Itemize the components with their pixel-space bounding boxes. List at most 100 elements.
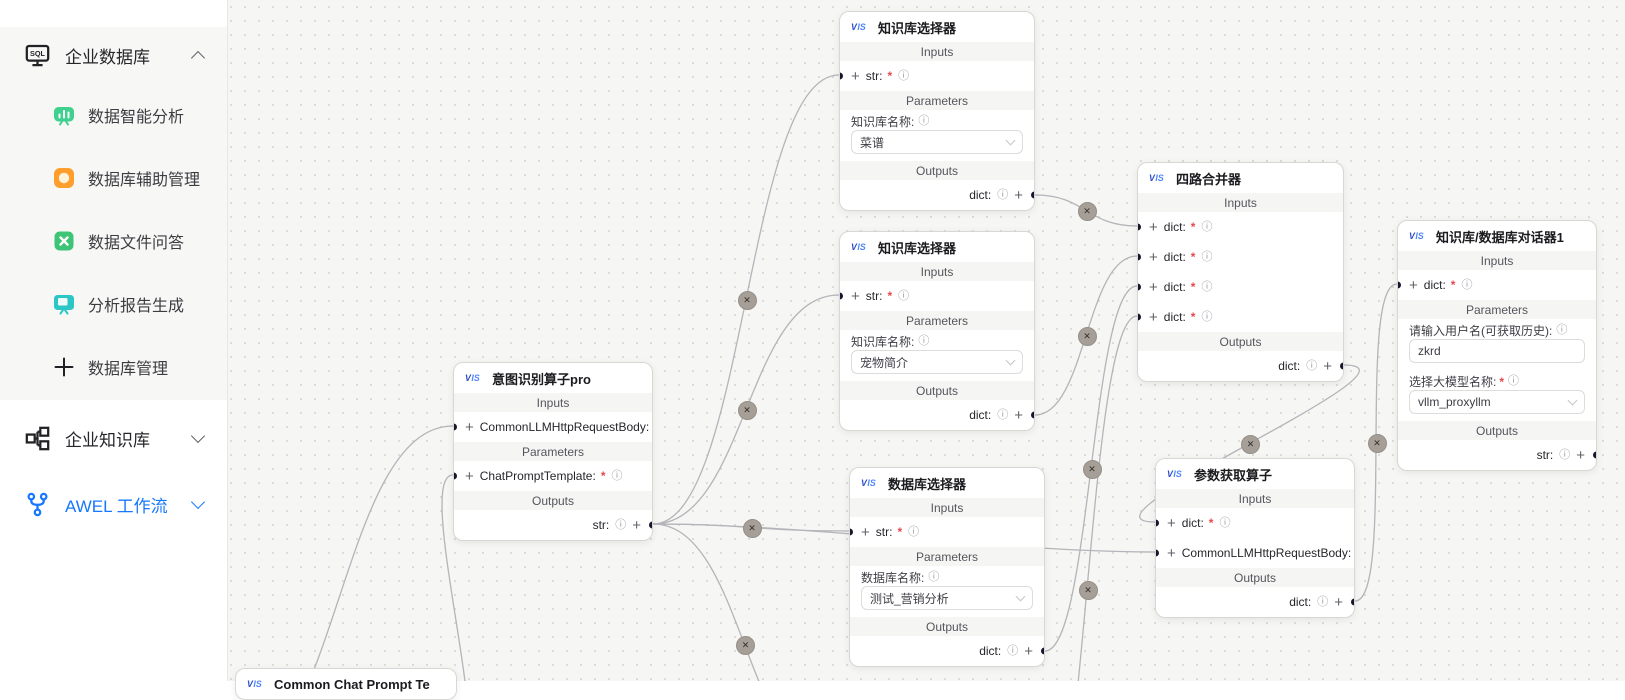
output-handle[interactable] xyxy=(1340,362,1343,370)
info-icon[interactable]: ⓘ xyxy=(1317,595,1329,608)
sidebar-item-report-gen[interactable]: 分析报告生成 xyxy=(0,272,227,335)
add-input-icon[interactable]: + xyxy=(851,67,860,85)
info-icon[interactable]: ⓘ xyxy=(1306,359,1318,372)
output-handle[interactable] xyxy=(1041,647,1044,655)
output-handle[interactable] xyxy=(1031,191,1034,199)
input-handle[interactable] xyxy=(840,292,843,300)
add-input-icon[interactable]: + xyxy=(465,467,474,485)
edge-delete-button[interactable]: ✕ xyxy=(1082,460,1102,479)
add-input-icon[interactable]: + xyxy=(1149,278,1158,296)
sidebar-item-data-analysis[interactable]: 数据智能分析 xyxy=(0,83,227,146)
input-handle[interactable] xyxy=(1138,283,1141,291)
add-input-icon[interactable]: + xyxy=(1167,544,1176,562)
edge-delete-button[interactable]: ✕ xyxy=(737,291,757,310)
node-title: 知识库选择器 xyxy=(878,20,957,36)
add-input-icon[interactable]: + xyxy=(851,287,860,305)
add-output-icon[interactable]: + xyxy=(1014,186,1023,204)
edge-delete-button[interactable]: ✕ xyxy=(1367,434,1387,453)
info-icon[interactable]: ⓘ xyxy=(1201,280,1213,293)
param-text-input[interactable]: zkrd xyxy=(1409,339,1585,363)
sidebar-group-awel-workflow[interactable]: AWEL 工作流 xyxy=(0,476,227,532)
input-handle[interactable] xyxy=(454,423,457,431)
param-select[interactable]: 菜谱 xyxy=(851,130,1023,154)
input-handle[interactable] xyxy=(1138,223,1141,231)
port-type-label: dict: xyxy=(1163,220,1186,234)
input-handle[interactable] xyxy=(1138,313,1141,321)
svg-text:IS: IS xyxy=(857,242,865,252)
info-icon[interactable]: ⓘ xyxy=(1559,448,1571,461)
input-handle[interactable] xyxy=(1156,549,1159,557)
sidebar-group-enterprise-kb[interactable]: 企业知识库 xyxy=(0,410,227,466)
info-icon[interactable]: ⓘ xyxy=(611,469,623,482)
info-icon[interactable]: ⓘ xyxy=(898,69,910,82)
param-select[interactable]: 测试_营销分析 xyxy=(861,586,1033,610)
add-output-icon[interactable]: + xyxy=(1323,357,1332,375)
add-input-icon[interactable]: + xyxy=(1409,276,1418,294)
info-icon[interactable]: ⓘ xyxy=(1556,324,1568,336)
info-icon[interactable]: ⓘ xyxy=(1461,278,1473,291)
add-output-icon[interactable]: + xyxy=(1014,406,1023,424)
sidebar-item-data-file-qa[interactable]: 数据文件问答 xyxy=(0,209,227,272)
add-output-icon[interactable]: + xyxy=(632,516,641,534)
section-header-inputs: Inputs xyxy=(1156,489,1354,508)
edge-delete-button[interactable]: ✕ xyxy=(1077,327,1097,346)
info-icon[interactable]: ⓘ xyxy=(1007,644,1019,657)
param-select[interactable]: vllm_proxyllm xyxy=(1409,390,1585,414)
info-icon[interactable]: ⓘ xyxy=(997,408,1009,421)
info-icon[interactable]: ⓘ xyxy=(1508,375,1520,387)
edge-delete-button[interactable]: ✕ xyxy=(1077,202,1097,221)
edge-delete-button[interactable]: ✕ xyxy=(1241,435,1260,454)
info-icon[interactable]: ⓘ xyxy=(918,335,930,347)
info-icon[interactable]: ⓘ xyxy=(908,525,920,538)
output-handle[interactable] xyxy=(1351,598,1354,606)
add-input-icon[interactable]: + xyxy=(861,523,870,541)
edge-delete-button[interactable]: ✕ xyxy=(1078,580,1098,600)
add-output-icon[interactable]: + xyxy=(1576,446,1585,464)
output-handle[interactable] xyxy=(1031,411,1034,419)
input-handle[interactable] xyxy=(850,528,853,536)
info-icon[interactable]: ⓘ xyxy=(1201,250,1213,263)
add-input-icon[interactable]: + xyxy=(1167,514,1176,532)
sidebar-item-db-assist[interactable]: 数据库辅助管理 xyxy=(0,146,227,209)
input-handle[interactable] xyxy=(1156,519,1159,527)
edge-delete-button[interactable]: ✕ xyxy=(737,401,757,420)
info-icon[interactable]: ⓘ xyxy=(918,115,930,127)
input-handle[interactable] xyxy=(1138,253,1141,261)
add-output-icon[interactable]: + xyxy=(1024,642,1033,660)
info-icon[interactable]: ⓘ xyxy=(928,571,940,583)
input-handle[interactable] xyxy=(454,472,457,480)
info-icon[interactable]: ⓘ xyxy=(1201,310,1213,323)
add-input-icon[interactable]: + xyxy=(1149,218,1158,236)
sidebar-item-db-manage[interactable]: 数据库管理 xyxy=(0,335,227,398)
edge-delete-button[interactable]: ✕ xyxy=(736,636,755,655)
add-input-icon[interactable]: + xyxy=(465,418,474,436)
output-handle[interactable] xyxy=(649,521,652,529)
info-icon[interactable]: ⓘ xyxy=(615,518,627,531)
input-handle[interactable] xyxy=(1398,281,1401,289)
param-select[interactable]: 宠物简介 xyxy=(851,350,1023,374)
node-title: 数据库选择器 xyxy=(888,476,967,492)
add-input-icon[interactable]: + xyxy=(1149,248,1158,266)
add-output-icon[interactable]: + xyxy=(1334,593,1343,611)
info-icon[interactable]: ⓘ xyxy=(1219,516,1231,529)
add-input-icon[interactable]: + xyxy=(1149,308,1158,326)
input-handle[interactable] xyxy=(840,72,843,80)
info-icon[interactable]: ⓘ xyxy=(1201,220,1213,233)
info-icon[interactable]: ⓘ xyxy=(997,188,1009,201)
sidebar-group-label: 企业知识库 xyxy=(65,430,150,450)
info-icon[interactable]: ⓘ xyxy=(898,289,910,302)
edge-delete-button[interactable]: ✕ xyxy=(742,519,762,538)
output-handle[interactable] xyxy=(1593,451,1596,459)
